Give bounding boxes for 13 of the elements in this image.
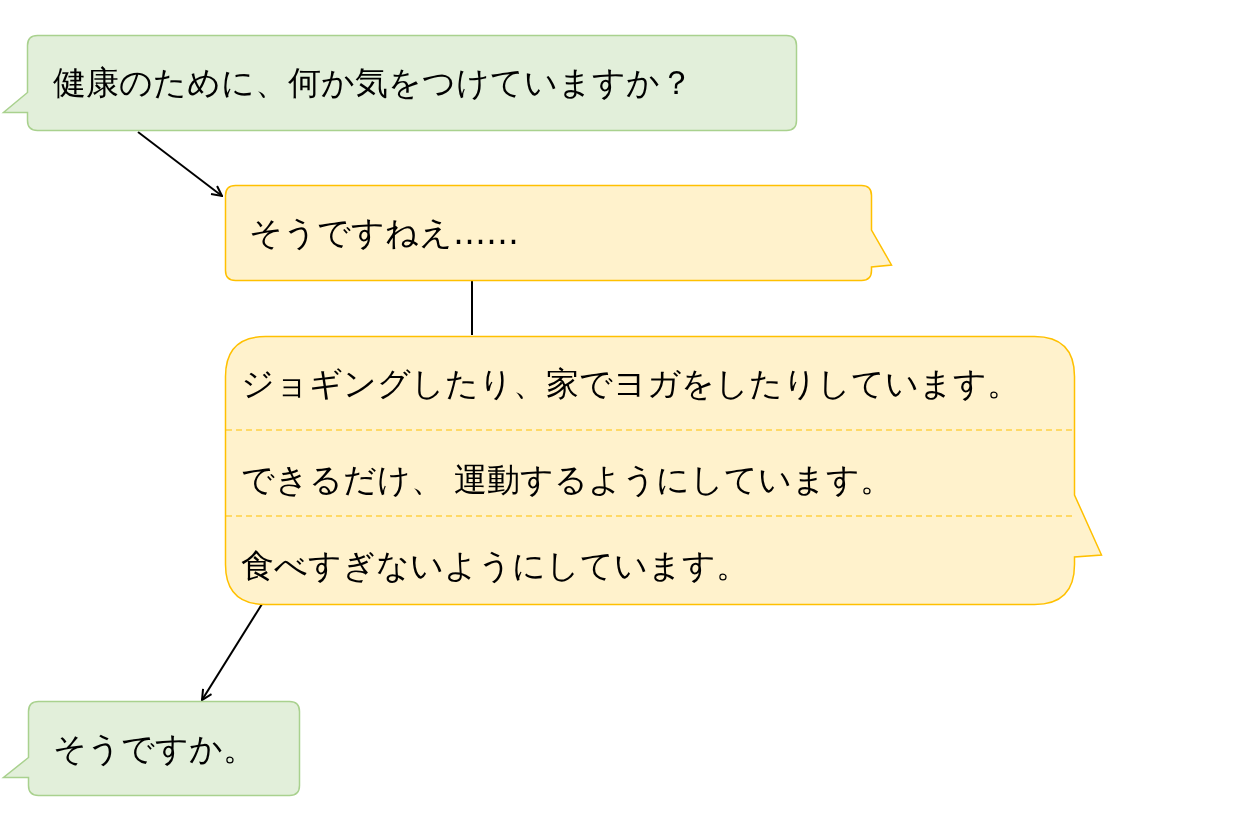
- connector-line: [471, 280, 473, 336]
- answer-text: できるだけ、 運動するようにしています。: [241, 460, 894, 500]
- bubble-text: そうですねえ……: [249, 213, 519, 253]
- speech-bubble: [225, 185, 892, 281]
- answer-text: 食べすぎないようにしています。: [241, 546, 749, 586]
- speech-bubble: [3, 35, 798, 131]
- arrow: [137, 131, 223, 197]
- arrow: [201, 603, 263, 701]
- bubble-text: 健康のために、何か気をつけていますか？: [53, 63, 693, 103]
- speech-bubble: [225, 336, 1102, 605]
- speech-bubble: [3, 701, 301, 796]
- bubble-text: そうですか。: [53, 728, 256, 769]
- answer-text: ジョギングしたり、家でヨガをしたりしています。: [241, 364, 1020, 404]
